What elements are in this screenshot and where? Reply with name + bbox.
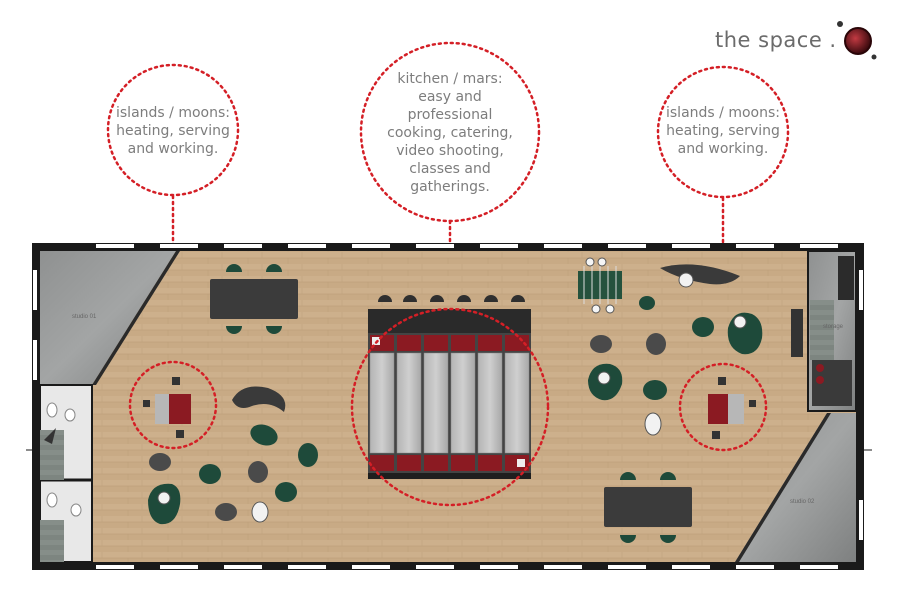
island-left (128, 360, 218, 450)
foosball-table (578, 257, 622, 314)
storage-label: storage (823, 324, 844, 330)
callout-text-center: kitchen / mars: easy and professional co… (387, 71, 513, 195)
dining-table-right (604, 472, 692, 543)
lounge-seating-right (588, 296, 763, 436)
studio-01-room (40, 251, 176, 385)
studio-02-label: studio 02 (790, 499, 815, 505)
island-right (678, 362, 768, 452)
kitchen-block (368, 309, 531, 479)
storage-area: storage (807, 250, 857, 412)
title-logo-icon (837, 21, 877, 60)
callout-circle-left (106, 63, 240, 197)
bathroom-area (39, 384, 93, 563)
callout-circle-kitchen-area (350, 307, 550, 507)
callout-circle-right (656, 65, 790, 199)
callout-text-right: islands / moons: heating, serving and wo… (666, 105, 780, 157)
studio-01-label: studio 01 (72, 314, 97, 320)
callout-text-left: islands / moons: heating, serving and wo… (116, 105, 230, 157)
page-title: the space . (715, 28, 837, 52)
callout-circles (106, 41, 790, 223)
callout-circle-center (359, 41, 541, 223)
bar-stools (378, 295, 525, 302)
lounge-seating-left (148, 386, 318, 525)
wall-cabinet (791, 309, 803, 357)
dining-table-left (210, 264, 298, 334)
sofa-top-right (660, 264, 740, 288)
studio-02-room (735, 413, 856, 562)
